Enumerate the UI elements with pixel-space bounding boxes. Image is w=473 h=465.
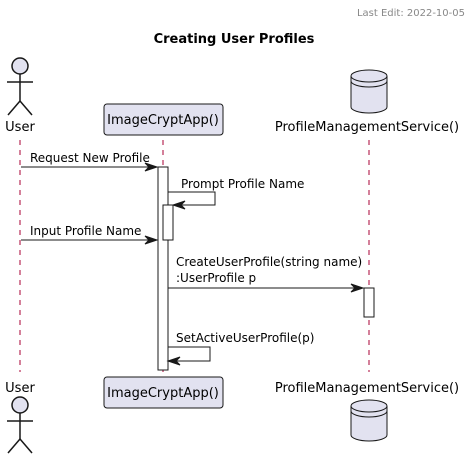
database-icon: [350, 399, 388, 442]
actor-user-bottom: User: [5, 381, 35, 454]
message-prompt-profile-name: Prompt Profile Name: [168, 177, 304, 210]
message-label: Request New Profile: [30, 151, 150, 165]
message-label: Prompt Profile Name: [181, 177, 304, 191]
participant-box: [103, 103, 224, 136]
participant-label-service: ProfileManagementService(): [275, 120, 459, 135]
message-label-line-1: CreateUserProfile(string name): [176, 255, 362, 269]
participant-service-top: ProfileManagementService(): [275, 69, 459, 135]
message-label-line-2: :UserProfile p: [176, 271, 256, 285]
activation-app-nested: [162, 204, 174, 241]
diagram-title: Creating User Profiles: [154, 32, 315, 47]
activation-service: [363, 287, 375, 318]
participant-label-service: ProfileManagementService(): [275, 381, 459, 396]
message-create-user-profile: CreateUserProfile(string name) :UserProf…: [168, 255, 365, 293]
participant-box: [103, 376, 224, 409]
database-icon: [350, 69, 388, 114]
actor-icon: [7, 57, 33, 116]
activation-app: [157, 166, 169, 371]
participant-app-bottom: ImageCryptApp(): [103, 376, 224, 409]
participant-label-user: User: [5, 381, 35, 396]
message-label: Input Profile Name: [30, 224, 141, 238]
participant-app-top: ImageCryptApp(): [103, 103, 224, 136]
message-input-profile-name: Input Profile Name: [21, 224, 159, 245]
participant-service-bottom: ProfileManagementService(): [275, 381, 459, 442]
participant-label-app: ImageCryptApp(): [107, 386, 219, 401]
message-label: SetActiveUserProfile(p): [176, 331, 314, 345]
last-edit-note: Last Edit: 2022-10-05: [357, 8, 465, 19]
participant-label-app: ImageCryptApp(): [107, 113, 219, 128]
message-set-active-user-profile: SetActiveUserProfile(p): [166, 331, 314, 366]
actor-icon: [7, 396, 33, 454]
participant-label-user: User: [5, 120, 35, 135]
actor-user-top: User: [5, 57, 35, 135]
message-request-new-profile: Request New Profile: [21, 151, 159, 172]
